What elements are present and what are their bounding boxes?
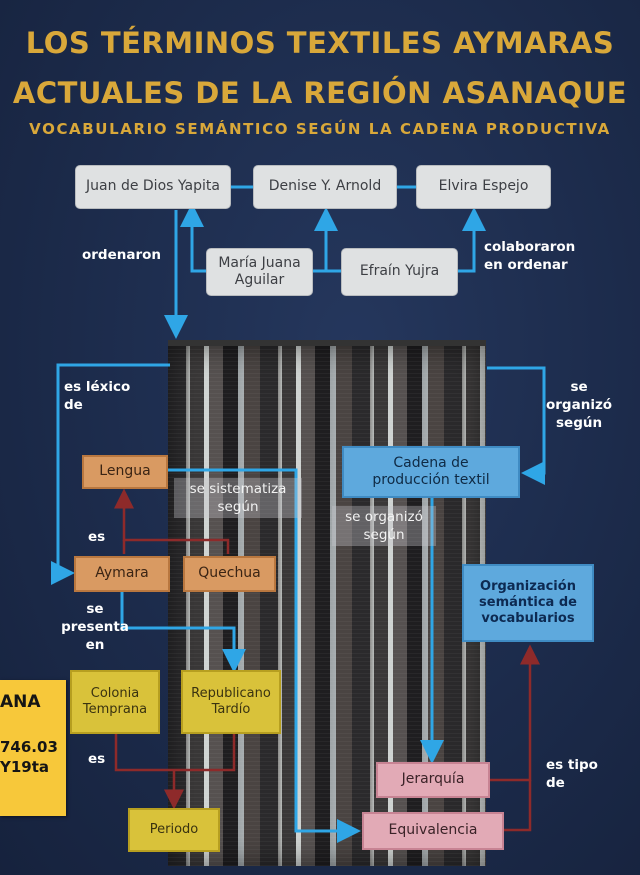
se-organizo2-line-2: según <box>363 527 405 544</box>
link-se-sistematiza <box>168 468 361 843</box>
se-presenta-line-2: presenta <box>61 619 129 636</box>
se-organizo-line-3: según <box>556 415 603 432</box>
aguilar-line-1: María Juana <box>218 254 301 271</box>
node-colonia-temprana: Colonia Temprana <box>70 670 160 734</box>
author-espejo: Elvira Espejo <box>416 165 551 209</box>
es-tipo-line-2: de <box>546 775 565 792</box>
link-es-periodo <box>114 734 236 772</box>
republicano-line-2: Tardío <box>211 702 251 717</box>
se-presenta-line-3: en <box>85 637 105 654</box>
label-es-tipo: es tipo de <box>546 756 598 792</box>
sticker-line-1: ANA <box>0 692 41 712</box>
aguilar-line-2: Aguilar <box>234 272 285 288</box>
label-ordenaron: ordenaron <box>82 247 162 263</box>
node-equivalencia: Equivalencia <box>362 812 504 850</box>
title-line-2: ACTUALES DE LA REGIÓN ASANAQUE <box>12 76 628 110</box>
label-es-2: es <box>88 751 106 767</box>
colonia-line-2: Temprana <box>82 702 148 717</box>
label-colaboraron: colaboraron en ordenar <box>484 238 575 274</box>
node-cadena-produccion: Cadena de producción textil <box>342 446 520 498</box>
organizacion-line-3: vocabularios <box>481 611 575 627</box>
link-aguilar-yapita <box>180 203 206 273</box>
se-sistematiza-line-2: según <box>217 499 259 516</box>
title-line-1: LOS TÉRMINOS TEXTILES AYMARAS <box>25 26 615 60</box>
author-arnold: Denise Y. Arnold <box>253 165 397 209</box>
subtitle: VOCABULARIO SEMÁNTICO SEGÚN LA CADENA PR… <box>29 120 611 138</box>
node-periodo: Periodo <box>128 808 220 852</box>
author-yapita: Juan de Dios Yapita <box>75 165 231 209</box>
colaboraron-line-1: colaboraron <box>484 239 576 255</box>
label-se-organizo-2: se organizó según <box>332 506 436 547</box>
es-tipo-line-1: es tipo <box>546 757 598 773</box>
cadena-line-1: Cadena de <box>393 454 469 471</box>
se-organizo-line-1: se <box>570 379 588 395</box>
link-es-tipo <box>490 644 540 782</box>
node-aymara: Aymara <box>74 556 170 592</box>
collaborator-yujra: Efraín Yujra <box>341 248 458 296</box>
se-organizo-line-2: organizó <box>546 397 613 414</box>
label-se-presenta: se presenta en <box>58 600 132 655</box>
se-presenta-line-1: se <box>86 601 104 617</box>
link-yujra-espejo <box>458 207 486 273</box>
es-lexico-line-2: de <box>64 397 83 414</box>
label-se-organizo: se organizó según <box>546 378 612 433</box>
label-se-sistematiza: se sistematiza según <box>174 478 302 519</box>
es-lexico-line-1: es léxico <box>64 379 131 395</box>
sticker-line-3: Y19ta <box>0 758 50 776</box>
node-lengua: Lengua <box>82 455 168 489</box>
link-es-lengua <box>114 488 230 554</box>
organizacion-line-2: semántica de <box>479 594 577 610</box>
se-sistematiza-line-1: se sistematiza <box>189 481 287 497</box>
link-se-organizo <box>487 366 546 485</box>
node-quechua: Quechua <box>183 556 276 592</box>
node-republicano-tardio: Republicano Tardío <box>181 670 281 734</box>
collaborator-aguilar: María Juana Aguilar <box>206 248 313 296</box>
node-organizacion-semantica: Organización semántica de vocabularios <box>462 564 594 642</box>
node-jerarquia: Jerarquía <box>376 762 490 798</box>
link-es-lexico <box>51 363 170 585</box>
colonia-line-1: Colonia <box>90 685 140 701</box>
link-se-presenta <box>120 592 246 673</box>
cadena-line-2: producción textil <box>372 472 490 488</box>
se-organizo2-line-1: se organizó <box>345 509 423 525</box>
colaboraron-line-2: en ordenar <box>484 257 568 274</box>
organizacion-line-1: Organización <box>480 578 576 594</box>
sticker-line-2: 746.03 <box>0 738 58 756</box>
label-es-lexico: es léxico de <box>64 378 130 414</box>
republicano-line-1: Republicano <box>191 685 271 701</box>
library-sticker: ANA 746.03 Y19ta <box>0 680 66 816</box>
label-es-1: es <box>88 529 106 545</box>
